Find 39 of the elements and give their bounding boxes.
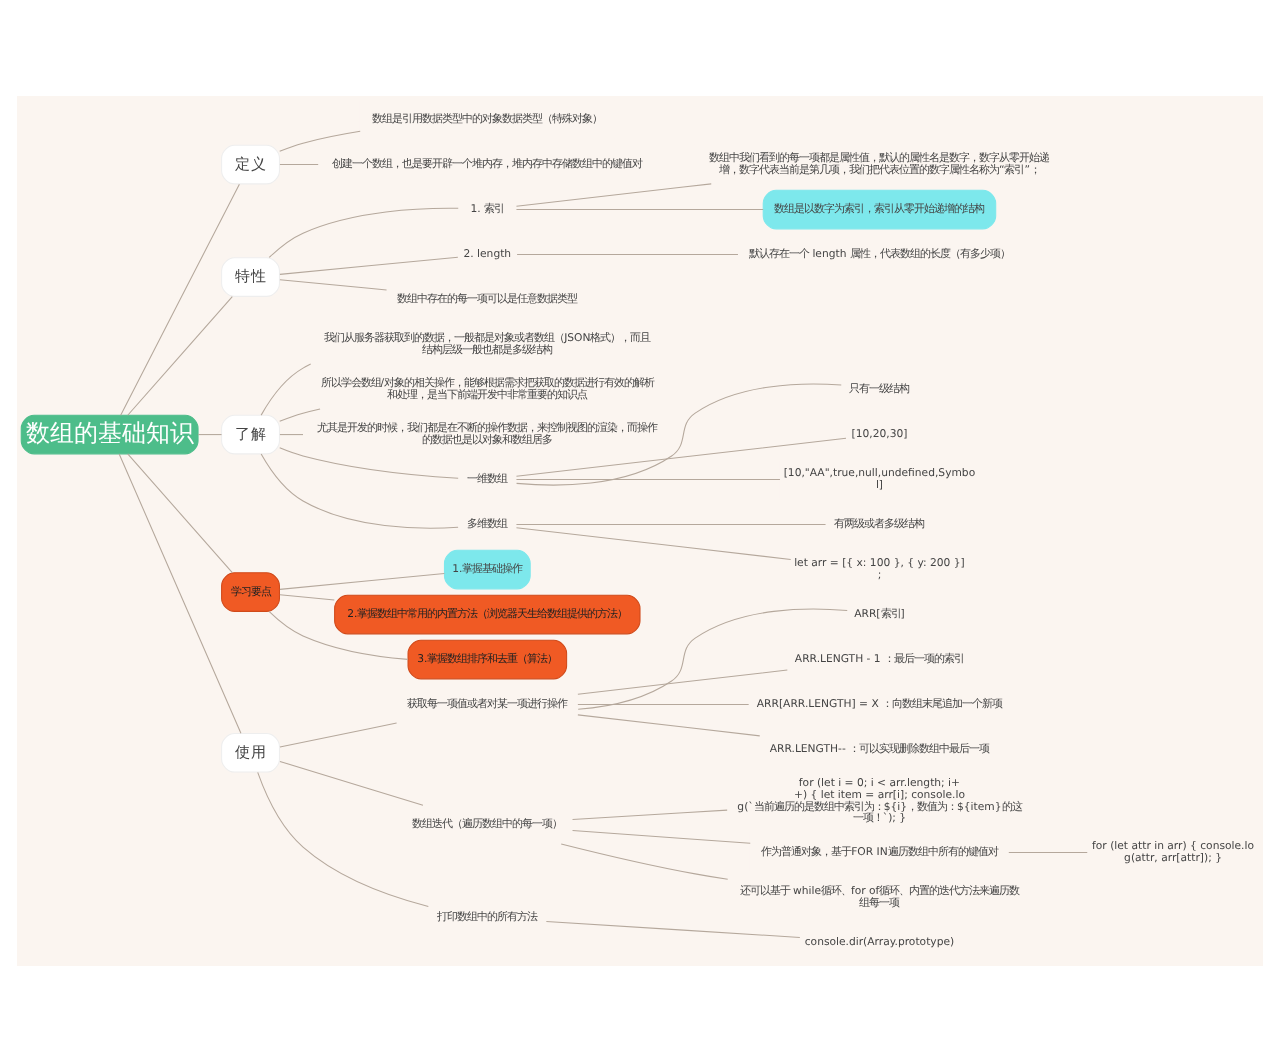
connector [120, 183, 240, 416]
connector [515, 183, 712, 207]
connector [279, 434, 304, 436]
connector [560, 843, 729, 880]
connector [127, 296, 233, 416]
connector [260, 363, 312, 416]
connector [279, 164, 319, 166]
connector [572, 830, 751, 844]
connector [577, 704, 750, 706]
connector [515, 524, 827, 526]
connector [127, 453, 233, 574]
connector [279, 408, 321, 422]
connector [279, 722, 398, 748]
connector [515, 209, 764, 211]
connector [515, 479, 781, 481]
connector [118, 453, 242, 734]
connector [268, 611, 409, 660]
node-box: 数组的基础知识 [20, 414, 199, 455]
connector [577, 714, 761, 737]
connector [268, 207, 459, 258]
connector [260, 453, 459, 529]
connector [257, 771, 429, 907]
connector [279, 130, 361, 152]
connector [516, 383, 842, 486]
connector [577, 608, 848, 710]
connector [279, 760, 424, 806]
connector [1008, 851, 1088, 853]
connector [577, 669, 788, 695]
connector [197, 434, 223, 436]
connector [279, 594, 335, 601]
connector [279, 279, 388, 291]
connector [545, 920, 801, 938]
connector [516, 254, 739, 256]
connector [515, 437, 847, 477]
connector [515, 527, 792, 560]
connector [279, 573, 445, 590]
connector [279, 447, 459, 479]
connector [572, 809, 728, 820]
connector [279, 256, 459, 275]
